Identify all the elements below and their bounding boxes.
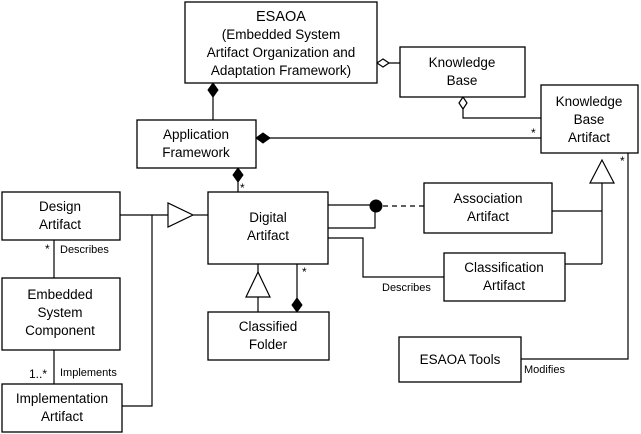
node-embedded-component-line-2: System	[37, 305, 82, 320]
node-kb-artifact-line-2: Base	[574, 112, 605, 127]
node-esaoa-tools: ESAOA Tools	[398, 336, 522, 383]
node-embedded-component-line-1: Embedded	[27, 287, 92, 302]
node-esaoa-line-4: Adaptation Framework)	[211, 63, 351, 78]
mult-implementation-top: 1..*	[29, 367, 47, 381]
aggregation-diamond	[375, 58, 391, 68]
mult-design-bottom: *	[45, 242, 50, 256]
mult-digital-top: *	[240, 181, 245, 195]
node-knowledge-base-artifact: Knowledge Base Artifact	[540, 84, 639, 154]
generalization-triangle	[167, 202, 195, 228]
node-app-framework-line-1: Application	[163, 127, 229, 142]
node-classified-folder-line-2: Folder	[249, 337, 288, 352]
node-embedded-component-line-3: Component	[25, 323, 95, 338]
node-embedded-system-component: Embedded System Component	[1, 277, 121, 351]
node-knowledge-base: Knowledge Base	[399, 46, 526, 98]
node-application-framework: Application Framework	[136, 119, 257, 169]
edge-digital-classification	[328, 237, 444, 278]
node-implementation-artifact: Implementation Artifact	[1, 383, 123, 433]
node-kb-artifact-line-3: Artifact	[568, 130, 610, 145]
node-esaoa-line-1: ESAOA	[256, 9, 306, 25]
node-design-artifact-line-1: Design	[39, 199, 81, 214]
node-kb-artifact-line-1: Knowledge	[556, 94, 623, 109]
node-classified-folder: Classified Folder	[207, 311, 330, 361]
label-describes-design: Describes	[60, 244, 109, 256]
node-digital-artifact-line-2: Artifact	[247, 228, 289, 243]
composition-diamond	[232, 167, 244, 183]
edge-implementation-generalization	[122, 215, 153, 407]
edge-knowledgebase-kbartifact	[462, 97, 541, 119]
node-digital-artifact-line-1: Digital	[249, 210, 287, 225]
node-design-artifact-line-2: Artifact	[39, 217, 81, 232]
association-dot	[369, 199, 383, 213]
edge-tools-kbartifact	[521, 153, 629, 360]
node-esaoa-line-2: (Embedded System	[222, 27, 341, 42]
node-esaoa-line-3: Artifact Organization and	[207, 45, 356, 60]
node-implementation-artifact-line-2: Artifact	[41, 409, 83, 424]
node-app-framework-line-2: Framework	[162, 145, 230, 160]
node-digital-artifact: Digital Artifact	[207, 191, 329, 265]
label-implements: Implements	[60, 367, 117, 379]
composition-diamond	[207, 82, 219, 98]
node-association-artifact-line-1: Association	[453, 191, 522, 206]
node-association-artifact: Association Artifact	[423, 182, 553, 234]
node-classification-artifact-line-2: Artifact	[483, 278, 525, 293]
node-knowledge-base-line-1: Knowledge	[429, 55, 496, 70]
label-describes-classification: Describes	[382, 282, 431, 294]
generalization-triangle	[589, 158, 615, 184]
mult-digital-bottom: *	[302, 265, 307, 279]
composition-diamond	[291, 297, 303, 313]
mult-kb-artifact-left: *	[531, 126, 536, 140]
node-classification-artifact: Classification Artifact	[443, 252, 566, 302]
edge-digital-association-bottom	[328, 205, 376, 229]
mult-kb-artifact-bottom: *	[620, 154, 625, 168]
label-modifies: Modifies	[524, 364, 565, 376]
node-classification-artifact-line-1: Classification	[464, 260, 544, 275]
node-classified-folder-line-1: Classified	[239, 319, 298, 334]
node-implementation-artifact-line-1: Implementation	[16, 391, 108, 406]
composition-diamond	[255, 132, 271, 144]
node-association-artifact-line-2: Artifact	[467, 209, 509, 224]
node-design-artifact: Design Artifact	[1, 191, 121, 241]
generalization-triangle	[245, 270, 271, 298]
node-esaoa-tools-line-1: ESAOA Tools	[420, 352, 501, 367]
aggregation-diamond	[458, 95, 468, 111]
node-esaoa: ESAOA (Embedded System Artifact Organiza…	[184, 1, 378, 84]
node-knowledge-base-line-2: Base	[447, 73, 478, 88]
